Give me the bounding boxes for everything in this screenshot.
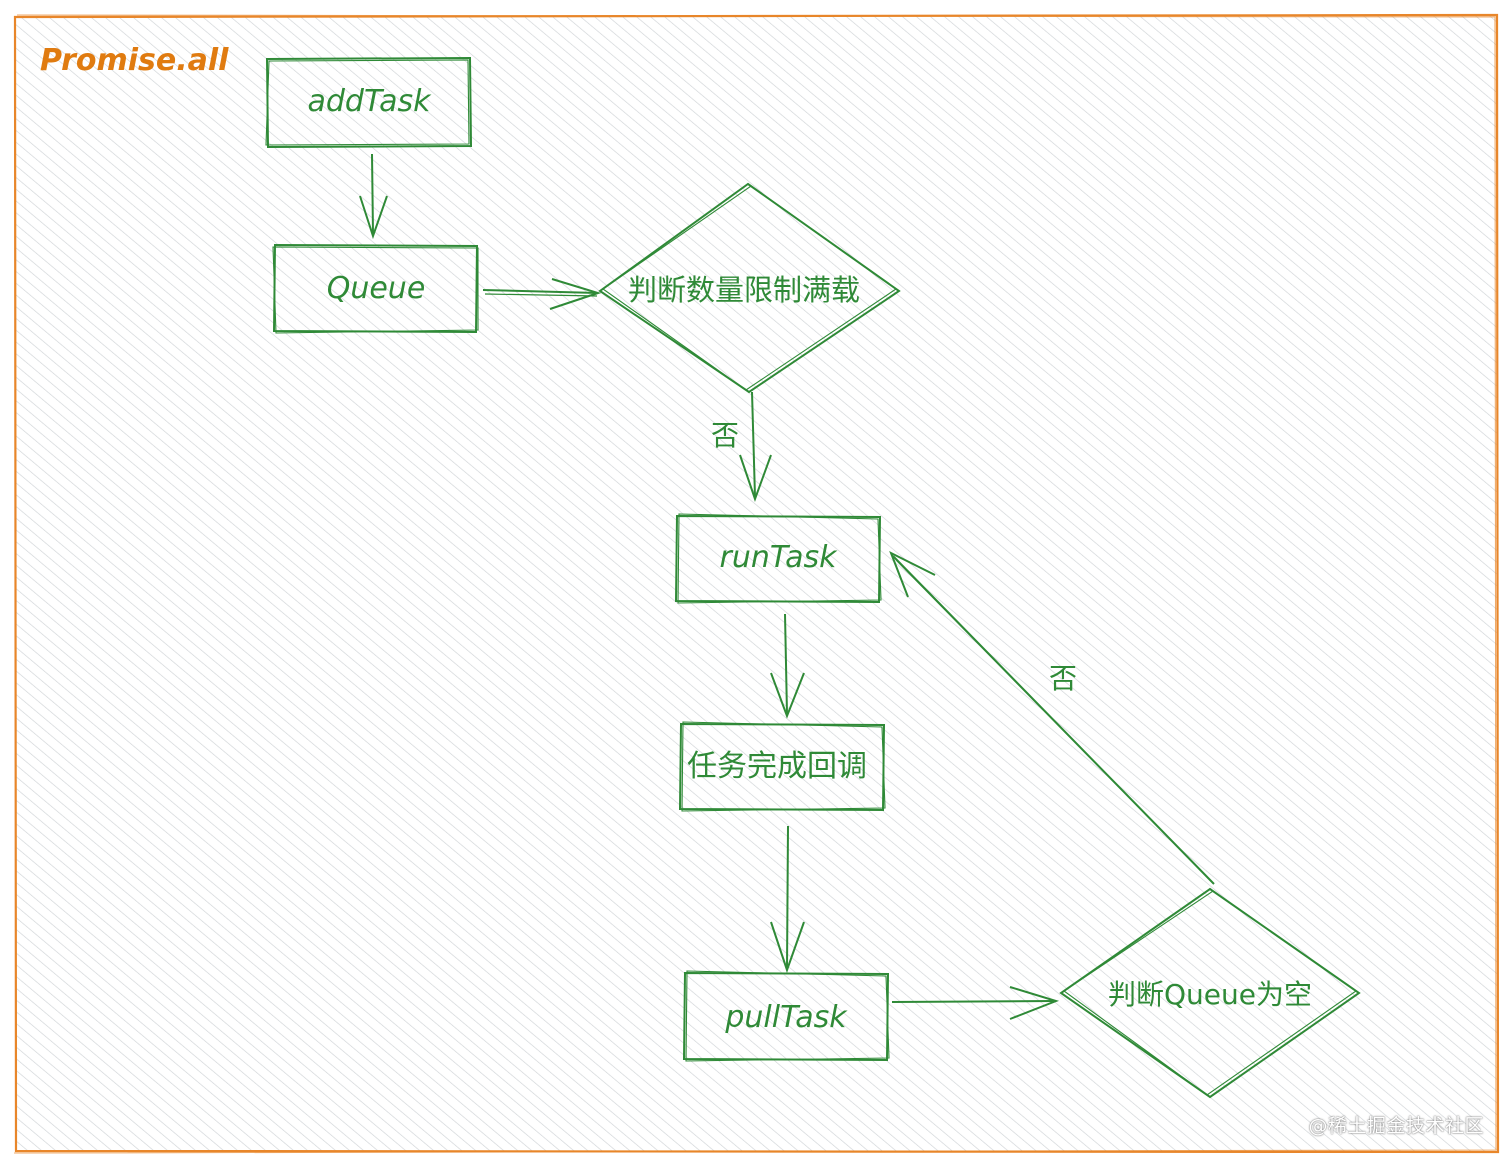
- queue-box: [272, 243, 479, 334]
- node-task-done-callback[interactable]: 任务完成回调: [678, 721, 886, 812]
- check-limit-diamond-sketch: [602, 185, 897, 391]
- queue-no-label: 否: [1049, 662, 1077, 695]
- arrow-pulltask-to-check-queue: [891, 986, 1060, 1020]
- task-done-callback-label: 任务完成回调: [687, 749, 867, 784]
- task-done-callback-box: [678, 722, 886, 812]
- frame-title: Promise.all: [40, 43, 229, 78]
- arrow-check-queue-to-runtask: 否: [889, 550, 1215, 885]
- check-queue-empty-diamond-sketch: [1063, 890, 1357, 1096]
- check-limit-label: 判断数量限制满载: [628, 273, 860, 307]
- check-queue-empty-label: 判断Queue为空: [1108, 978, 1312, 1011]
- pull-task-box-sketch: [685, 970, 890, 1062]
- node-check-limit[interactable]: 判断数量限制满载: [598, 182, 901, 394]
- node-pull-task[interactable]: pullTask: [682, 970, 890, 1062]
- pull-task-label: pullTask: [724, 1000, 848, 1035]
- add-task-label: addTask: [307, 84, 432, 119]
- node-add-task[interactable]: addTask: [265, 56, 473, 149]
- watermark: @稀土掘金技术社区: [1308, 1115, 1484, 1137]
- frame-hatch-fill: [16, 16, 1497, 1152]
- arrow-runtask-to-callback: [770, 613, 805, 719]
- add-task-box-sketch: [265, 59, 470, 146]
- run-task-box: [674, 514, 882, 604]
- queue-box-sketch: [272, 246, 479, 334]
- frame-border-sketch: [13, 14, 1497, 1154]
- arrow-callback-to-pulltask: [770, 825, 805, 974]
- arrow-check-limit-to-runtask: 否: [711, 391, 772, 503]
- limit-no-label: 否: [711, 419, 739, 452]
- task-done-callback-box-sketch: [681, 721, 886, 812]
- node-queue[interactable]: Queue: [272, 243, 479, 334]
- arrow-queue-to-check-limit: [482, 278, 602, 310]
- run-task-box-sketch: [677, 513, 882, 604]
- add-task-box: [265, 56, 473, 149]
- frame: Promise.all: [13, 13, 1500, 1154]
- node-check-queue-empty[interactable]: 判断Queue为空: [1059, 887, 1361, 1099]
- arrow-addtask-to-queue: [359, 153, 388, 240]
- frame-border: [13, 13, 1500, 1154]
- pull-task-box: [682, 971, 890, 1062]
- run-task-label: runTask: [720, 540, 839, 575]
- queue-label: Queue: [327, 271, 426, 306]
- node-run-task[interactable]: runTask: [674, 513, 882, 604]
